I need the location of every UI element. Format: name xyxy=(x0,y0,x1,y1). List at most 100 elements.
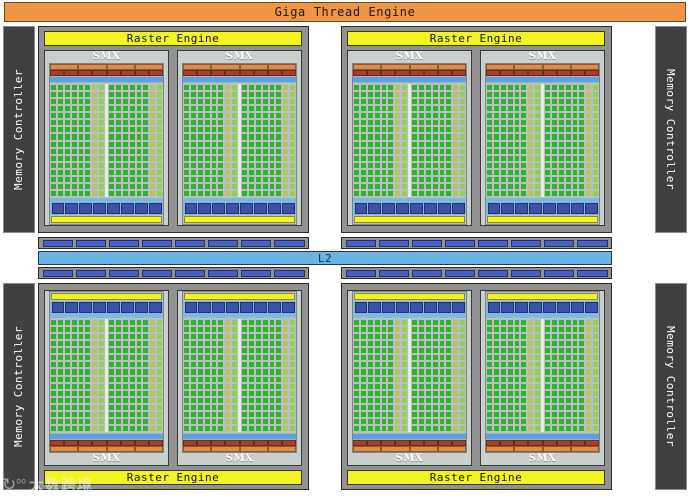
cuda-core-column-cell xyxy=(571,368,579,376)
register-file xyxy=(183,76,296,83)
cuda-core-column-cell xyxy=(77,361,85,369)
cuda-core-column-cell xyxy=(411,147,418,155)
cuda-core-column-cell xyxy=(183,147,190,155)
cuda-core-column-cell xyxy=(121,403,129,411)
giga-thread-engine-bar: Giga Thread Engine xyxy=(4,2,686,22)
rop-block xyxy=(345,269,376,277)
load-store-unit-column-cell xyxy=(585,119,593,127)
special-function-unit-column-cell xyxy=(534,375,541,383)
load-store-unit-column-cell xyxy=(585,140,593,148)
dispatch-unit-block xyxy=(64,70,79,76)
cuda-core-column-cell xyxy=(424,147,432,155)
cuda-core-column-cell xyxy=(261,168,269,176)
texture-unit-block xyxy=(253,302,267,313)
cuda-core-column-cell xyxy=(557,112,565,120)
cuda-core-column xyxy=(571,84,579,197)
load-store-unit-column-cell xyxy=(149,375,157,383)
load-store-unit-column-cell xyxy=(149,161,157,169)
cuda-core-column-cell xyxy=(506,410,514,418)
load-store-unit-column-cell xyxy=(394,105,402,113)
core-grid-divider xyxy=(541,84,544,197)
cuda-core-column-cell xyxy=(571,326,579,334)
cuda-core-column-cell xyxy=(380,189,388,197)
load-store-unit-column-cell xyxy=(452,168,460,176)
cuda-core-column-cell xyxy=(506,175,514,183)
cuda-core-column-cell xyxy=(445,382,453,390)
cuda-core-column-cell xyxy=(241,375,248,383)
cuda-core-column-cell xyxy=(431,119,439,127)
cuda-core-column-cell xyxy=(486,368,493,376)
load-store-unit-column-cell xyxy=(149,319,157,327)
cuda-core-column-cell xyxy=(189,189,197,197)
cuda-core-column-cell xyxy=(189,119,197,127)
cuda-core-column-cell xyxy=(142,361,150,369)
dispatch-unit-block xyxy=(451,70,466,76)
cuda-core-column-cell xyxy=(544,161,551,169)
special-function-unit-column-cell xyxy=(534,382,541,390)
cuda-core-column-cell xyxy=(564,189,572,197)
cuda-core-column-cell xyxy=(506,140,514,148)
cuda-core-column-cell xyxy=(424,119,432,127)
cuda-core-column-cell xyxy=(254,182,262,190)
cuda-core-column-cell xyxy=(261,112,269,120)
cuda-core-column-cell xyxy=(189,319,197,327)
load-store-unit-column-cell xyxy=(394,112,402,120)
dispatch-unit-block xyxy=(423,440,438,446)
cuda-core-column-cell xyxy=(564,389,572,397)
dispatch-unit-block xyxy=(584,70,599,76)
cuda-core-column-cell xyxy=(373,119,381,127)
load-store-unit-column-cell xyxy=(527,347,535,355)
special-function-unit-column-cell xyxy=(459,347,466,355)
cuda-core-column-cell xyxy=(114,389,122,397)
dispatch-unit-block xyxy=(367,70,382,76)
cuda-core-column xyxy=(499,319,507,432)
cuda-core-column-cell xyxy=(50,84,57,92)
warp-scheduler-block xyxy=(514,64,543,70)
cuda-core-column-cell xyxy=(217,347,225,355)
load-store-unit-column-cell xyxy=(394,133,402,141)
cuda-core-column-cell xyxy=(571,105,579,113)
cuda-core-column-cell xyxy=(183,354,190,362)
cuda-core-column-cell xyxy=(373,403,381,411)
cuda-core-column-cell xyxy=(486,105,493,113)
dispatch-unit-block xyxy=(106,70,121,76)
cuda-core-column-cell xyxy=(557,417,565,425)
cuda-core-column-cell xyxy=(50,126,57,134)
cuda-core-column-cell xyxy=(366,375,374,383)
special-function-unit-column-cell xyxy=(98,126,105,134)
cuda-core-column-cell xyxy=(387,375,395,383)
cuda-core-column xyxy=(380,319,388,432)
cuda-core-column-cell xyxy=(366,182,374,190)
cuda-core-column-cell xyxy=(70,154,78,162)
warp-scheduler-block xyxy=(267,446,296,452)
special-function-unit-column-cell xyxy=(592,340,599,348)
cuda-core-column-cell xyxy=(387,189,395,197)
texture-unit-block xyxy=(529,203,542,214)
cuda-core-column-cell xyxy=(196,84,204,92)
load-store-unit-column-cell xyxy=(585,182,593,190)
cuda-core-column-cell xyxy=(183,161,190,169)
gpc-bottom-right: Raster Engine GPC SMX SMX xyxy=(341,283,612,490)
cuda-core-column-cell xyxy=(268,126,276,134)
cuda-core-column-cell xyxy=(544,175,551,183)
cuda-core-column-cell xyxy=(275,161,283,169)
cuda-core-column-cell xyxy=(411,133,418,141)
core-grid-divider xyxy=(105,84,108,197)
cuda-core-column-cell xyxy=(254,147,262,155)
load-store-unit-column-cell xyxy=(282,361,290,369)
cuda-core-column-cell xyxy=(564,140,572,148)
cuda-core-column-cell xyxy=(142,140,150,148)
cuda-core-column-cell xyxy=(261,333,269,341)
cuda-core-column xyxy=(70,84,78,197)
load-store-unit-column-cell xyxy=(394,175,402,183)
cuda-core-column-cell xyxy=(275,347,283,355)
smx-unit: SMX xyxy=(347,50,472,226)
cuda-core-column-cell xyxy=(210,189,218,197)
load-store-unit-column-cell xyxy=(585,133,593,141)
cuda-core-column-cell xyxy=(578,84,586,92)
warp-scheduler-block xyxy=(570,64,599,70)
load-store-unit-column-cell xyxy=(527,319,535,327)
cuda-core-column-cell xyxy=(387,161,395,169)
warp-scheduler-block xyxy=(50,64,79,70)
